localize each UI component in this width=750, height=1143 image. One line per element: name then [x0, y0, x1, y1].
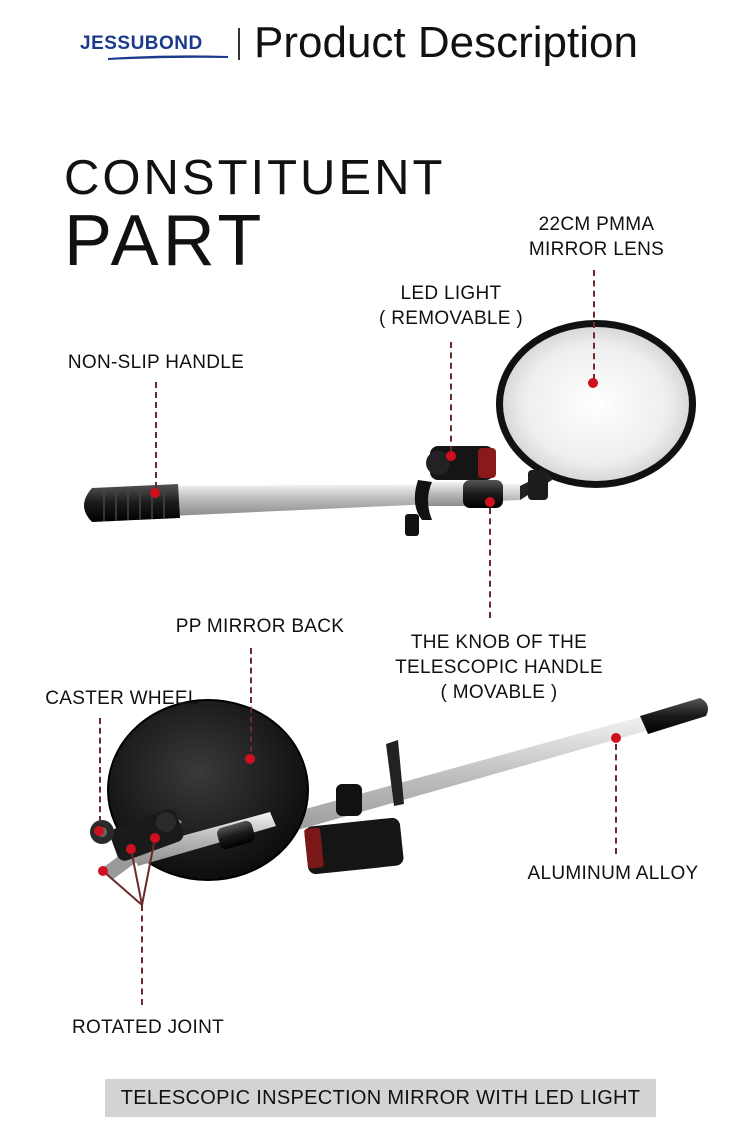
leader-mirror-lens [593, 270, 595, 380]
caption-text: TELESCOPIC INSPECTION MIRROR WITH LED LI… [120, 1086, 641, 1109]
section-title-line1: CONSTITUENT [64, 151, 446, 205]
leader-handle [155, 382, 157, 488]
label-mirror-back: PP MIRROR BACK [175, 616, 345, 637]
marker-mirror-lens [588, 378, 598, 388]
marker-led-light [446, 451, 456, 461]
leader-knob [489, 508, 491, 618]
marker-alloy [611, 733, 621, 743]
label-caster: CASTER WHEEL [45, 688, 199, 709]
caption-bar: TELESCOPIC INSPECTION MIRROR WITH LED LI… [105, 1079, 656, 1117]
joint-pointer-lines [102, 837, 156, 906]
label-knob: THE KNOB OF THE TELESCOPIC HANDLE ( MOVA… [395, 632, 603, 703]
page-title: Product Description [254, 18, 638, 67]
leader-joint [141, 905, 143, 1005]
marker-handle [150, 488, 160, 498]
label-alloy: ALUMINUM ALLOY [527, 863, 699, 884]
label-led-light: LED LIGHT ( REMOVABLE ) [379, 283, 523, 329]
marker-mirror-back [245, 754, 255, 764]
label-handle: NON-SLIP HANDLE [67, 352, 245, 373]
section-title-line2: PART [64, 201, 266, 281]
leader-mirror-back [250, 648, 252, 752]
label-joint: ROTATED JOINT [71, 1017, 225, 1038]
leader-alloy [615, 744, 617, 854]
marker-joint-2 [126, 844, 136, 854]
marker-joint-3 [150, 833, 160, 843]
leader-caster [99, 718, 101, 822]
leader-led-light [450, 342, 452, 452]
marker-knob [485, 497, 495, 507]
brand-swoosh-icon [108, 55, 228, 60]
marker-caster [94, 826, 104, 836]
header-divider [238, 28, 240, 60]
label-mirror-lens: 22CM PMMA MIRROR LENS [528, 214, 665, 260]
top-product [84, 320, 696, 536]
marker-joint-1 [98, 866, 108, 876]
brand-logo: JESSUBOND [80, 33, 203, 54]
